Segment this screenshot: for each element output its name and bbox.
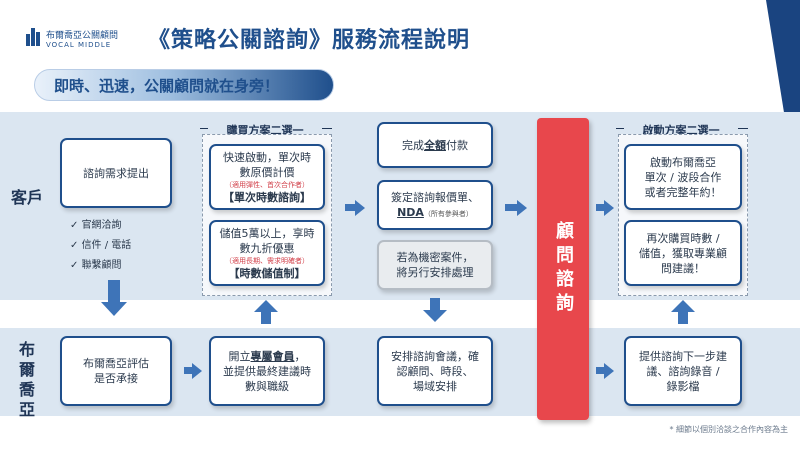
logo-mark — [26, 28, 40, 46]
confidential-box: 若為機密案件， 將另行安排處理 — [377, 240, 493, 290]
arrow-right-icon — [355, 200, 365, 216]
arrow-up-icon — [254, 300, 278, 312]
arrow-down-icon — [101, 302, 127, 316]
arrow-right-stem — [345, 204, 355, 211]
agency-lane-label: 布爾喬亞 — [18, 340, 35, 419]
logo-text: 布爾喬亞公關顧問 — [46, 31, 119, 41]
repurchase-box: 再次購買時數 / 儲值，獲取專業顧 問建議！ — [624, 220, 742, 286]
start-plan-box: 啟動布爾喬亞 單次 / 波段合作 或者完整年約！ — [624, 144, 742, 210]
title-line — [738, 128, 748, 129]
purchase-section-title: 購買方案二選一 — [226, 124, 304, 137]
channel-item: ✓ 官網洽詢 — [70, 220, 122, 231]
channel-item: ✓ 聯繫顧問 — [70, 260, 122, 271]
title-line — [200, 128, 208, 129]
arrow-right-stem — [596, 367, 604, 374]
consult-bar: 顧問諮詢 — [537, 118, 589, 420]
arrow-right-stem — [184, 367, 192, 374]
tagline-banner — [34, 69, 334, 101]
sign-nda-box: 簽定諮詢報價單、 NDA（所有參與者） — [377, 180, 493, 230]
evaluate-box: 布爾喬亞評估 是否承接 — [60, 336, 172, 406]
arrow-up-stem — [678, 312, 688, 324]
page-title: 《策略公關諮詢》服務流程說明 — [148, 28, 471, 53]
arrow-up-icon — [671, 300, 695, 312]
arrow-right-icon — [604, 200, 614, 216]
arrow-right-stem — [505, 204, 517, 211]
arrow-down-stem — [430, 298, 440, 310]
arrow-up-stem — [261, 312, 271, 324]
arrow-right-icon — [192, 363, 202, 379]
inquiry-box: 諮詢需求提出 — [60, 138, 172, 208]
arrow-down-icon — [423, 310, 447, 322]
title-line — [616, 128, 624, 129]
tagline-text: 即時、迅速，公關顧問就在身旁！ — [54, 77, 280, 95]
schedule-box: 安排諮詢會議，確 認顧問、時段、 場域安排 — [377, 336, 493, 406]
plan-stored-box: 儲值5萬以上，享時 數九折優惠 （適用長期、需求明確者） 【時數儲值制】 — [209, 220, 325, 286]
logo-subtext: VOCAL MIDDLE — [46, 41, 112, 49]
arrow-down-stem — [108, 280, 120, 304]
client-lane-label: 客戶 — [10, 188, 43, 207]
member-box: 開立專屬會員， 並提供最終建議時 數與職級 — [209, 336, 325, 406]
channel-item: ✓ 信件 / 電話 — [70, 240, 132, 251]
arrow-right-stem — [596, 204, 604, 211]
arrow-right-icon — [517, 200, 527, 216]
arrow-right-icon — [604, 363, 614, 379]
corner-decoration — [790, 0, 800, 150]
payment-box: 完成全額付款 — [377, 122, 493, 168]
start-section-title: 啟動方案二選一 — [642, 124, 720, 137]
next-steps-box: 提供諮詢下一步建 議、諮詢錄音 / 錄影檔 — [624, 336, 742, 406]
plan-hourly-box: 快速啟動，單次時 數原價計價 （適用彈性、首次合作者） 【單次時數諮詢】 — [209, 144, 325, 210]
title-line — [322, 128, 332, 129]
footnote: * 細節以個別洽談之合作內容為主 — [669, 425, 788, 434]
